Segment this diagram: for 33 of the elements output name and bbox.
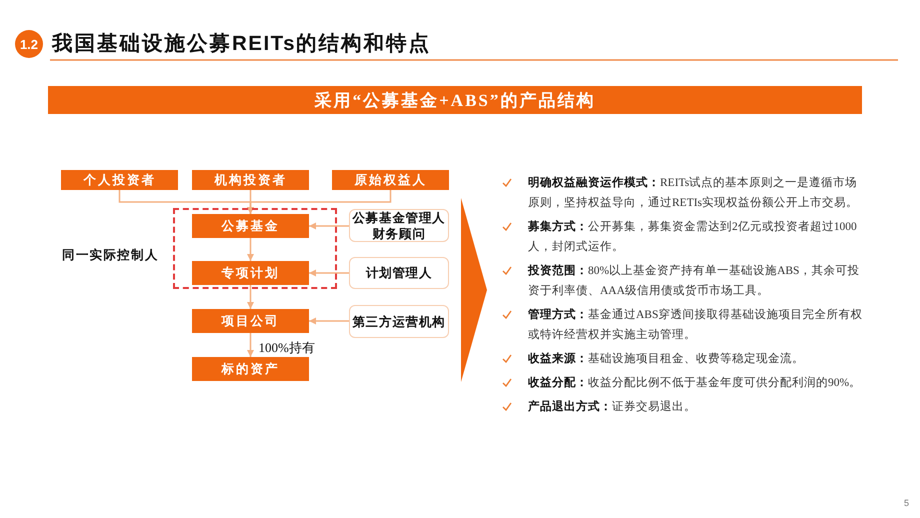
page-number: 5 xyxy=(904,497,910,510)
role-text: 财务顾问 xyxy=(372,226,426,242)
arrow xyxy=(309,318,349,324)
bullet-text: 产品退出方式：证券交易退出。 xyxy=(528,399,697,415)
process-box: 原始权益人 xyxy=(332,170,449,190)
arrow xyxy=(247,333,254,357)
annotation-text: 同一实际控制人 xyxy=(62,247,159,264)
process-box: 公募基金 xyxy=(192,214,309,238)
arrow xyxy=(247,190,392,214)
role-box: 第三方运营机构 xyxy=(349,305,449,338)
arrow xyxy=(309,222,349,230)
process-box: 个人投资者 xyxy=(61,170,178,190)
banner: 采用“公募基金+ABS”的产品结构 xyxy=(48,86,862,114)
bullet-text: 募集方式：公开募集，募集资金需达到2亿元或投资者超过1000人，封闭式运作。 xyxy=(528,219,858,255)
bullet-text: 管理方式：基金通过ABS穿透间接取得基础设施项目完全所有权或特许经营权并实施主动管理。 xyxy=(528,307,864,343)
arrow xyxy=(247,238,254,261)
role-text: 公募基金管理人 xyxy=(352,210,446,226)
edge-label: 100%持有 xyxy=(258,339,316,357)
arrow xyxy=(247,285,254,309)
role-box xyxy=(349,209,449,242)
bullet-text: 明确权益融资运作模式：REITs试点的基本原则之一是遵循市场原则，坚持权益导向，通过RETIs实现权益份额公开上市交易。 xyxy=(528,175,860,211)
bullet-text: 收益来源：基础设施项目租金、收费等稳定现金流。 xyxy=(528,351,805,367)
bullet-text: 收益分配：收益分配比例不低于基金年度可供分配利润的90%。 xyxy=(528,375,862,391)
process-box: 标的资产 xyxy=(192,357,309,381)
role-box: 计划管理人 xyxy=(349,257,449,289)
bullet-text: 投资范围：80%以上基金资产持有单一基础设施ABS，其余可投资于利率债、AAA级信用债或货币市场工具。 xyxy=(528,263,860,299)
arrow xyxy=(309,270,349,276)
process-box: 机构投资者 xyxy=(192,170,309,190)
process-box: 项目公司 xyxy=(192,309,309,333)
dashed-group-box xyxy=(173,208,337,289)
section-badge: 1.2 xyxy=(15,30,43,58)
page-title: 我国基础设施公募REITs的结构和特点 xyxy=(52,31,432,57)
process-box: 专项计划 xyxy=(192,261,309,285)
